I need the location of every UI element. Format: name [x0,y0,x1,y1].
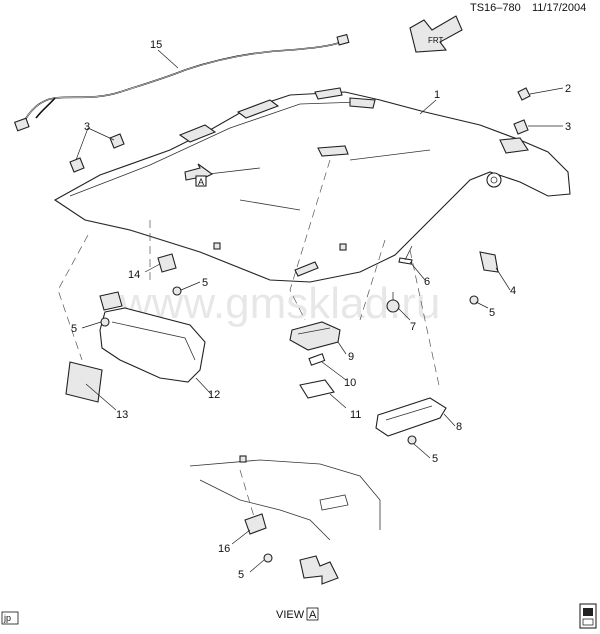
callout-15: 15 [150,39,162,51]
retainer-clips-right [513,87,531,135]
callout-4: 4 [510,285,516,297]
callout-1: 1 [434,89,440,101]
wiring-harness [13,33,350,132]
sunshade [99,291,206,383]
push-pin [398,245,413,265]
headliner [53,87,571,283]
callout-10: 10 [344,377,356,389]
assist-handle [375,397,447,437]
callout-5-bracket: 5 [489,307,495,319]
callout-3-left: 3 [84,121,90,133]
callout-14: 14 [128,269,140,281]
callout-5-handle: 5 [432,453,438,465]
view-a-arrow: A [184,163,214,187]
mirror-cover [65,361,103,403]
corner-tag: jp [1,611,19,625]
callout-12: 12 [208,389,220,401]
callout-3-right: 3 [565,121,571,133]
front-arrow-bottom [299,555,339,585]
callouts: 15 1 2 3 3 4 5 5 5 6 7 9 10 11 8 5 12 13… [71,39,571,581]
callout-7: 7 [410,321,416,333]
callout-13: 13 [116,409,128,421]
callout-9: 9 [348,351,354,363]
watermark: www.gmsklad.ru [119,279,440,328]
callout-6: 6 [424,276,430,288]
lamp-bulb [308,353,326,366]
callout-16: 16 [218,543,230,555]
push-retainer [386,292,400,313]
svg-text:jp: jp [3,613,11,623]
callout-5-view: 5 [238,569,244,581]
retainer-clips-left [69,133,125,173]
callout-8: 8 [456,421,462,433]
view-ref: A [309,609,317,621]
callout-11: 11 [350,409,361,421]
callout-2: 2 [565,83,571,95]
view-a-detail [189,455,381,541]
callout-5-upper: 5 [202,277,208,289]
front-arrow-label: FRT [428,36,444,45]
leader-lines [75,49,564,573]
front-arrow-top: FRT [409,15,463,53]
lamp-lens [299,379,335,399]
handle-bracket [479,251,499,273]
view-caption: VIEW A [276,607,319,621]
book-icon [579,603,597,629]
diagram-date: 11/17/2004 [532,2,586,14]
sunshade-bracket [157,253,177,273]
callout-5-sunshade: 5 [71,323,77,335]
diagram-id: TS16–780 [470,2,521,14]
view-label: VIEW [276,609,305,621]
view-a-arrow-letter: A [198,177,204,187]
reference-lines [57,159,441,521]
